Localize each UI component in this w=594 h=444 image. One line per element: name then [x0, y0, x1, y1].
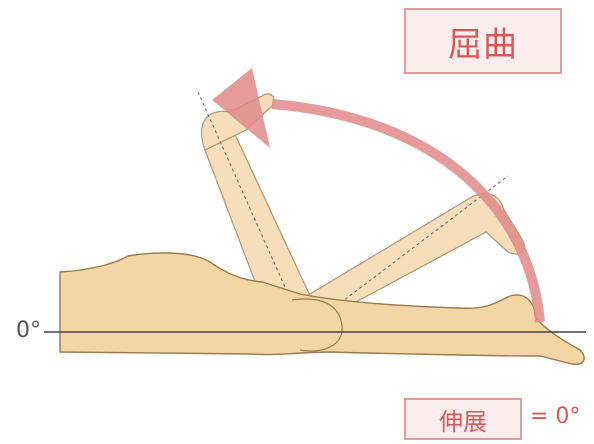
zero-degree-label: 0°: [16, 318, 41, 343]
extension-value: = 0°: [530, 404, 580, 429]
torso-and-extended-leg: [60, 253, 584, 364]
flexion-label-box: 屈曲: [404, 8, 562, 74]
reclining-body: [60, 253, 584, 364]
extension-label-box: 伸展: [404, 398, 522, 440]
partial-flexed-leg: [300, 194, 524, 316]
extension-label: 伸展: [439, 402, 487, 437]
flexion-arc: [272, 104, 540, 322]
flexion-label: 屈曲: [448, 17, 518, 66]
